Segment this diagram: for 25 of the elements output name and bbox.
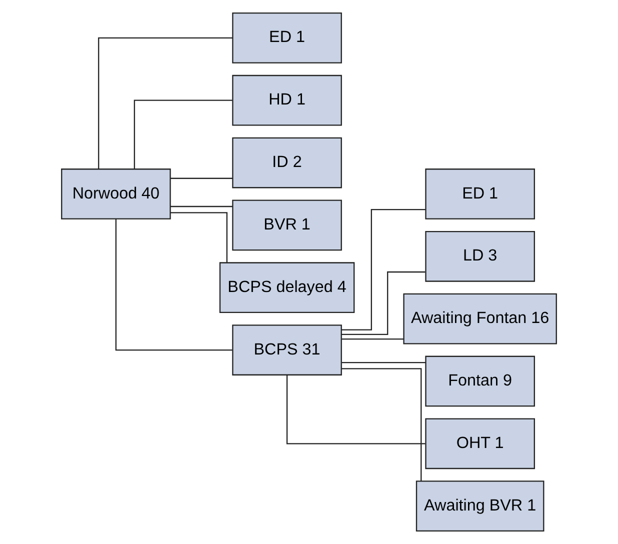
- node-box: Fontan 9: [425, 356, 535, 407]
- connector: [286, 375, 426, 444]
- node-box: ED 1: [425, 168, 535, 220]
- node-box: BCPS 31: [232, 324, 342, 376]
- connector: [342, 362, 426, 364]
- connector: [98, 37, 233, 169]
- node-box: Awaiting Fontan 16: [403, 293, 557, 344]
- node-box: LD 3: [425, 230, 535, 282]
- connector: [170, 206, 233, 208]
- node-box: BCPS delayed 4: [219, 262, 355, 314]
- node-box: ED 1: [232, 12, 342, 64]
- connector: [341, 209, 426, 330]
- connector: [134, 100, 232, 169]
- node-box: BVR 1: [232, 200, 342, 251]
- node-box: Awaiting BVR 1: [416, 480, 544, 532]
- node-box: OHT 1: [425, 418, 535, 470]
- connector: [341, 271, 426, 335]
- connector: [170, 212, 228, 263]
- node-box: ID 2: [232, 137, 342, 188]
- connector: [115, 219, 232, 351]
- node-box: HD 1: [232, 74, 342, 126]
- node-box: Norwood 40: [61, 168, 171, 220]
- connector: [170, 178, 233, 179]
- connector: [342, 368, 422, 482]
- connector: [342, 338, 404, 340]
